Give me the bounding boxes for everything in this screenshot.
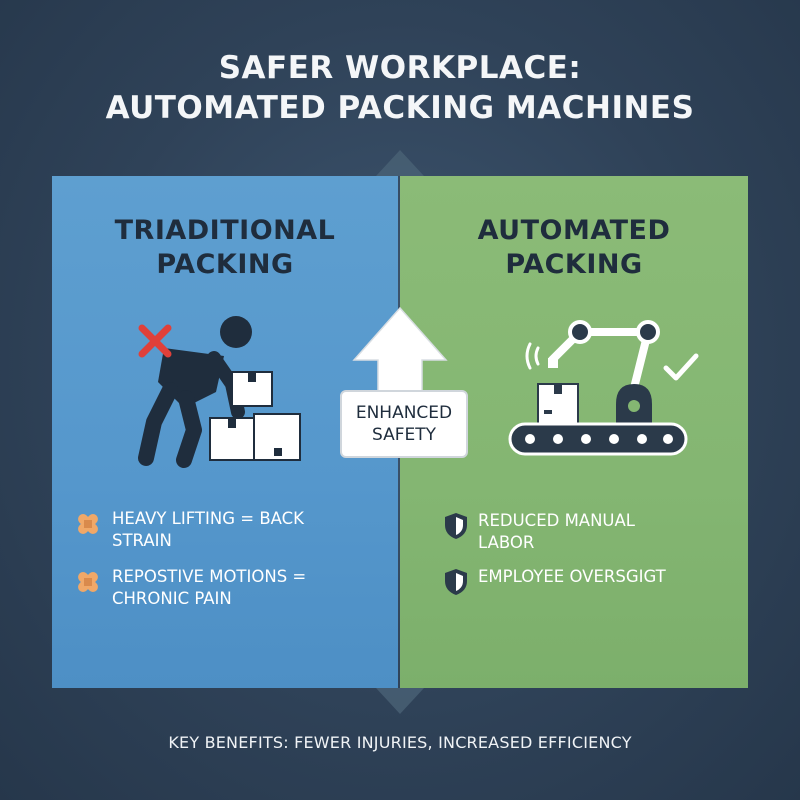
safety-line-1: ENHANCED [355,403,453,423]
top-divider-notch-icon [376,150,424,176]
heading-line-2: PACKING [505,249,643,280]
heading-line-1: AUTOMATED [477,215,671,246]
page-title: SAFER WORKPLACE: AUTOMATED PACKING MACHI… [0,48,800,128]
bullet-line-1: REDUCED MANUAL [478,511,635,530]
bullet-repetitive-motions: REPOSTIVE MOTIONS = CHRONIC PAIN [74,566,306,610]
checkmark-icon [663,353,699,381]
worker-back-strain-icon [138,316,301,468]
pain-x-icon [138,324,172,358]
bandage-icon [78,514,98,534]
package-box-icon [537,383,579,425]
robot-arm-icon [548,320,660,424]
heading-line-2: PACKING [156,249,294,280]
robot-arm-conveyor-icon [508,320,699,456]
safety-line-2: SAFETY [371,425,437,445]
bullet-line-1: REPOSTIVE MOTIONS = [112,567,307,586]
enhanced-safety-label: ENHANCED SAFETY [340,390,468,458]
bullet-line-2: LABOR [478,533,535,552]
box-stack-icon [209,371,301,461]
bullet-line-2: CHRONIC PAIN [112,589,232,608]
key-benefits-footer: KEY BENEFITS: FEWER INJURIES, INCREASED … [168,733,632,752]
shield-icon [445,513,467,539]
bullet-line-1: HEAVY LIFTING = BACK [112,509,304,528]
bottom-divider-notch-icon [376,688,424,714]
bullet-heavy-lifting: HEAVY LIFTING = BACK STRAIN [74,508,304,552]
conveyor-belt-icon [508,422,688,456]
bullet-line-2: STRAIN [112,531,172,550]
bandage-icon [78,572,98,592]
heading-line-1: TRIADITIONAL [114,215,336,246]
bullet-reduced-labor: REDUCED MANUAL LABOR [444,510,635,554]
bullet-employee-oversight: EMPLOYEE OVERSGIGT [444,566,666,596]
bullet-line-1: EMPLOYEE OVERSGIGT [478,567,666,586]
title-line-1: SAFER WORKPLACE: [218,50,582,86]
automated-packing-heading: AUTOMATED PACKING [400,214,748,282]
shield-icon [445,569,467,595]
title-line-2: AUTOMATED PACKING MACHINES [105,90,695,126]
traditional-packing-heading: TRIADITIONAL PACKING [52,214,398,282]
